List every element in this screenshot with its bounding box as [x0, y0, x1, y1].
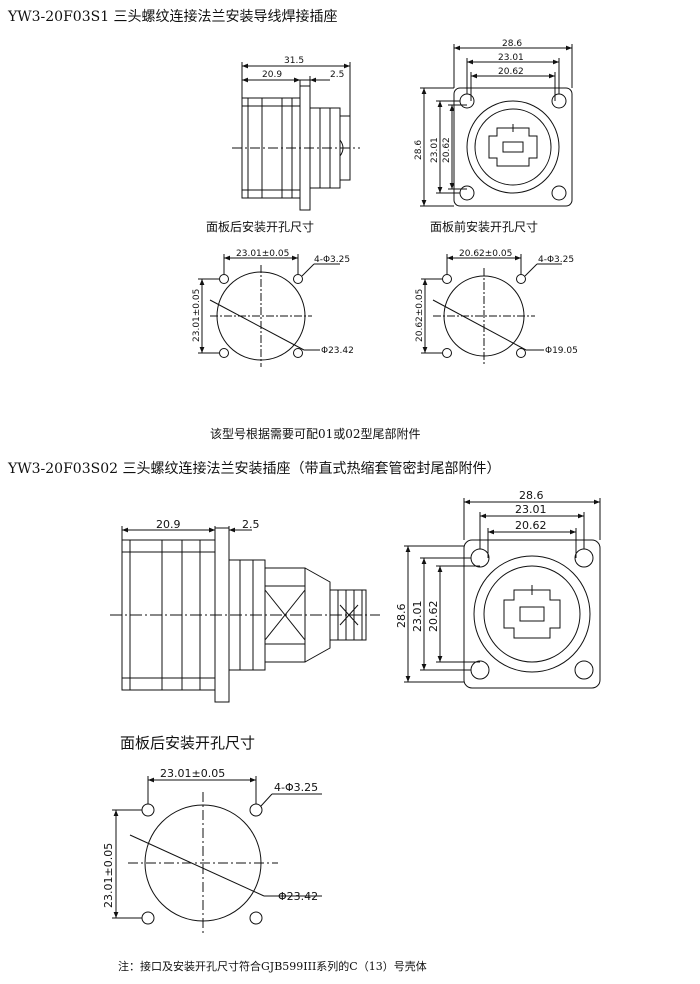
dim-rear-pitch-v-2: 23.01±0.05	[102, 843, 115, 908]
section1-title: YW3-20F03S1 三头螺纹连接法兰安装导线焊接插座	[8, 9, 338, 25]
rear-cutout-1	[198, 254, 340, 367]
dim-hole-pitch-v-2: 23.01	[411, 601, 424, 633]
dim-inner-width-2: 20.62	[515, 519, 547, 532]
side-view-1	[232, 62, 360, 211]
side-view-2	[110, 526, 380, 703]
dim-inner-height-2: 20.62	[427, 601, 440, 633]
dim-outer-width-2: 28.6	[519, 489, 544, 502]
dim-hole-pitch-v-1: 23.01	[430, 137, 440, 163]
caption-rear-cutout-1: 面板后安装开孔尺寸	[206, 220, 315, 234]
label-rear-holes-2: 4-Φ3.25	[274, 781, 318, 794]
caption-rear-cutout-2: 面板后安装开孔尺寸	[120, 734, 256, 752]
label-rear-holes-1: 4-Φ3.25	[314, 255, 350, 265]
dim-rear-pitch-h-2: 23.01±0.05	[160, 767, 225, 780]
front-view-2	[404, 498, 601, 689]
dim-hole-pitch-2: 23.01	[515, 503, 547, 516]
dim-front-pitch-h-1: 20.62±0.05	[459, 249, 512, 259]
front-view-1	[420, 44, 573, 207]
dim-outer-height-1: 28.6	[414, 140, 424, 160]
label-front-holes-1: 4-Φ3.25	[538, 255, 574, 265]
section2-note: 注：接口及安装开孔尺寸符合GJB599III系列的C（13）号壳体	[118, 960, 427, 973]
dim-hole-pitch-1: 23.01	[498, 53, 524, 63]
dim-inner-height-1: 20.62	[442, 137, 452, 163]
dim-front-pitch-v-1: 20.62±0.05	[415, 289, 425, 342]
dim-total-length-1: 31.5	[284, 56, 304, 66]
label-rear-bore-2: Φ23.42	[278, 890, 318, 903]
dim-body-length-1: 20.9	[262, 70, 282, 80]
rear-cutout-2	[112, 776, 322, 934]
dim-inner-width-1: 20.62	[498, 67, 524, 77]
dim-flange-thickness-1: 2.5	[330, 70, 344, 80]
label-front-bore-1: Φ19.05	[545, 346, 578, 356]
dim-body-length-2: 20.9	[156, 518, 181, 531]
dim-rear-pitch-v-1: 23.01±0.05	[192, 289, 202, 342]
front-cutout-1	[421, 254, 562, 364]
dim-rear-pitch-h-1: 23.01±0.05	[236, 249, 289, 259]
dim-outer-width-1: 28.6	[502, 39, 522, 49]
caption-front-cutout-1: 面板前安装开孔尺寸	[430, 220, 539, 234]
section1-note: 该型号根据需要可配01或02型尾部附件	[210, 427, 421, 441]
dim-outer-height-2: 28.6	[395, 604, 408, 629]
section2-title: YW3-20F03S02 三头螺纹连接法兰安装插座（带直式热缩套管密封尾部附件）	[8, 461, 501, 477]
label-rear-bore-1: Φ23.42	[321, 346, 354, 356]
dim-flange-thickness-2: 2.5	[242, 518, 260, 531]
